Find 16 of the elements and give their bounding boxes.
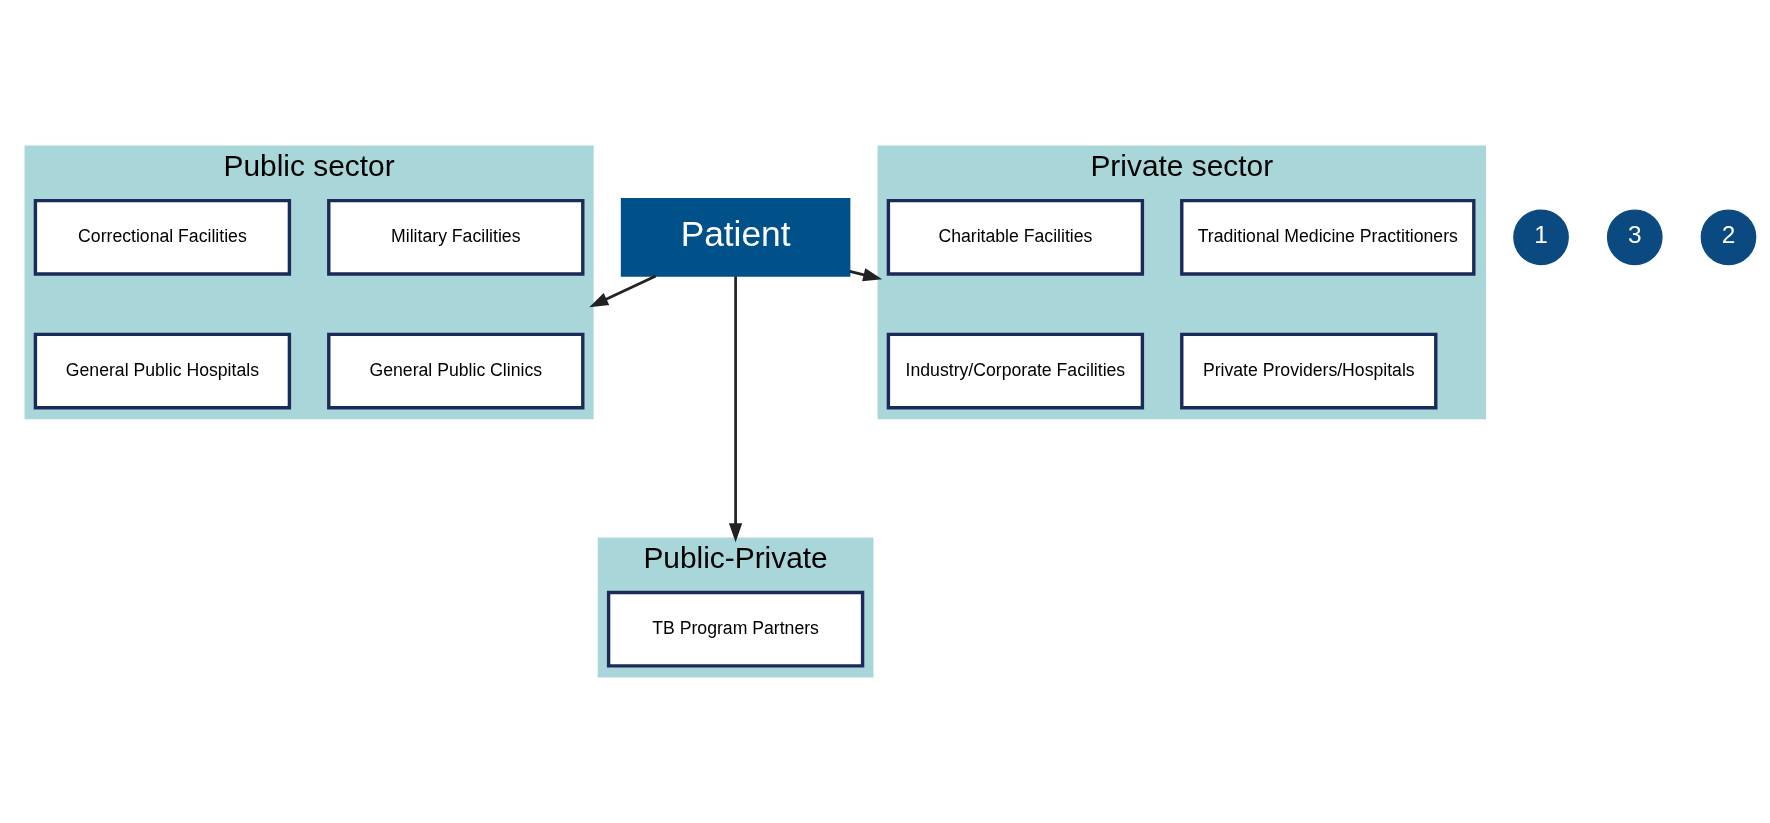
node-circle: 2 xyxy=(1700,209,1757,266)
arrow xyxy=(849,268,883,282)
node-box: Correctional Facilities xyxy=(33,198,292,276)
node-box: Charitable Facilities xyxy=(886,198,1145,276)
node-box: Patient xyxy=(620,197,851,277)
node-circle: 1 xyxy=(1513,209,1569,266)
node-box: Military Facilities xyxy=(327,198,585,276)
node-box: General Public Hospitals xyxy=(33,332,292,410)
node-box: Traditional Medicine Practitioners xyxy=(1180,198,1476,276)
arrow xyxy=(728,276,743,543)
node-box: Industry/Corporate Facilities xyxy=(886,332,1145,410)
node-box: TB Program Partners xyxy=(606,590,865,668)
node-box: Private Providers/Hospitals xyxy=(1180,332,1438,410)
arrow xyxy=(589,274,657,308)
node-circle: 3 xyxy=(1606,209,1663,266)
node-box: General Public Clinics xyxy=(327,332,585,410)
